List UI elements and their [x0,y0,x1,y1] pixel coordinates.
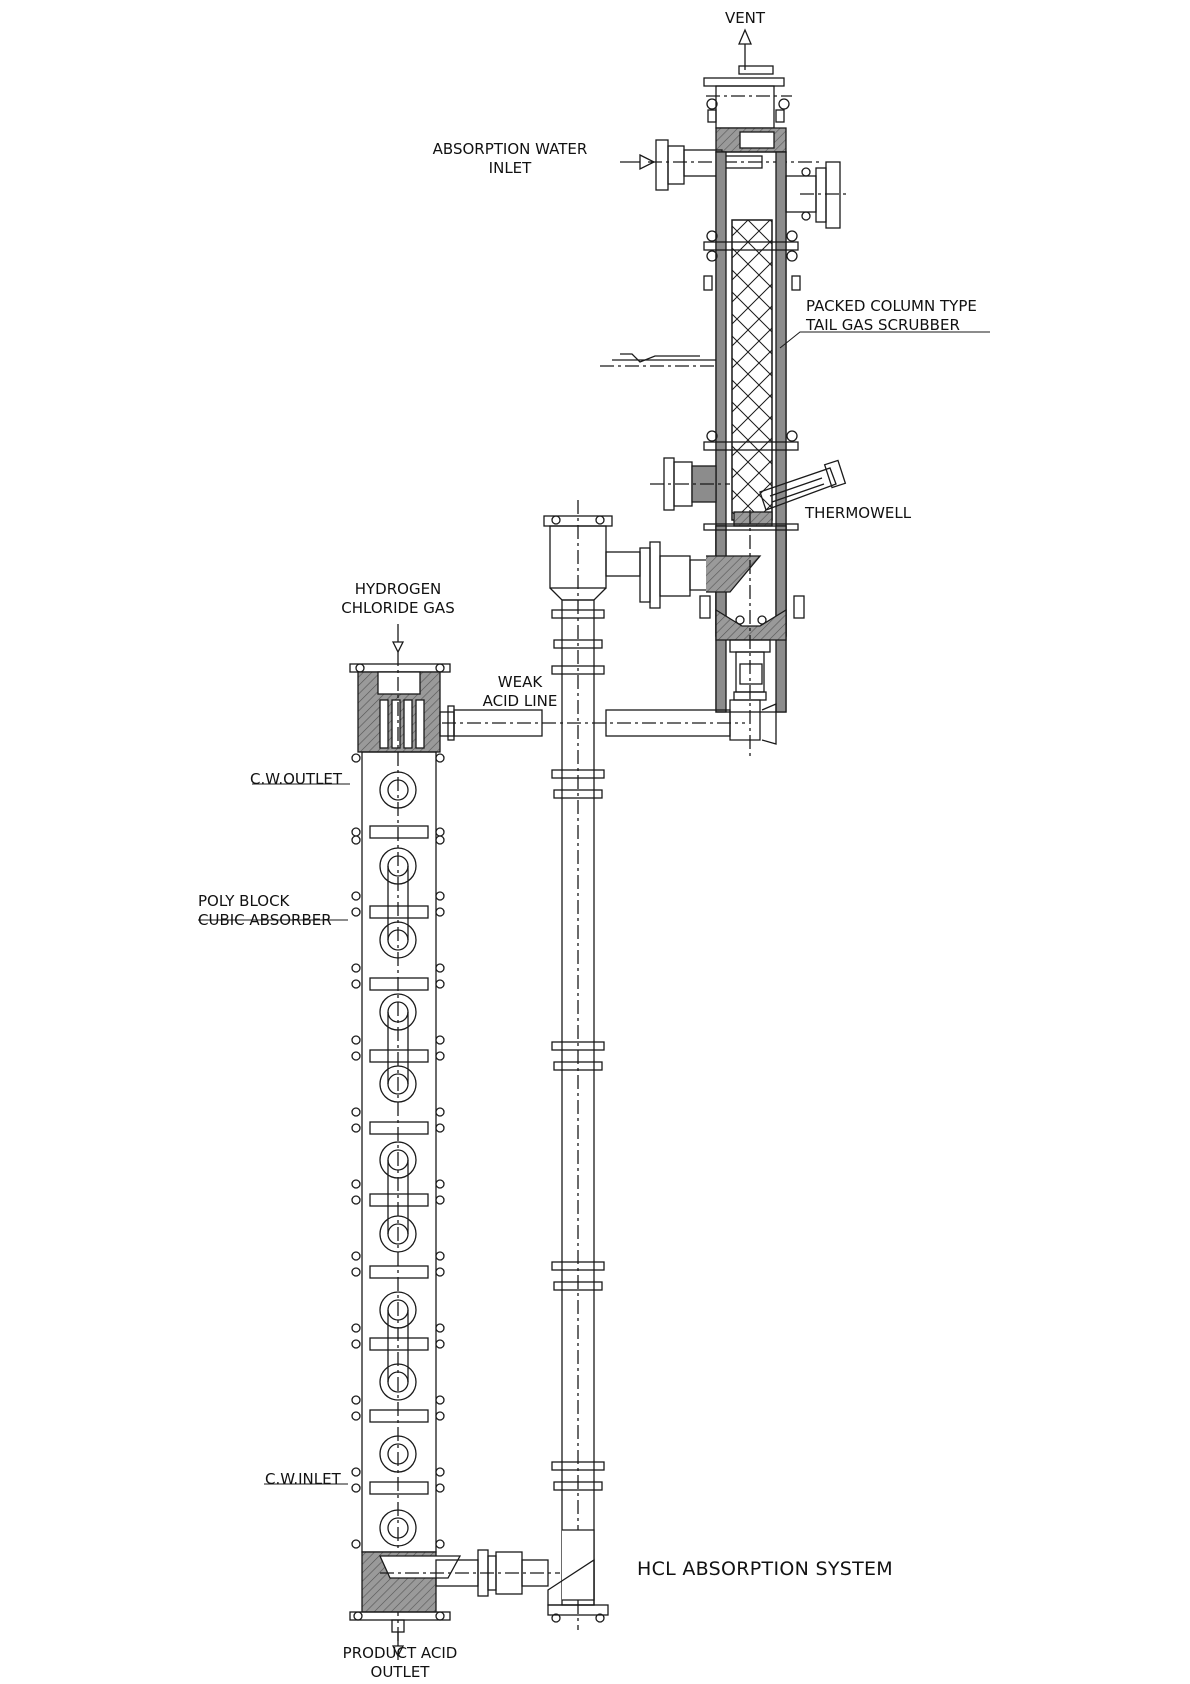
thermowell [759,459,847,511]
leader-lines [198,331,990,1485]
weak-acid-line2: ACID LINE [482,692,558,710]
absorption-water-inlet-label: ABSORPTION WATER INLET [420,140,600,178]
poly-block-line2: CUBIC ABSORBER [198,911,332,929]
cw-outlet-label: C.W.OUTLET [250,770,343,788]
packed-column-line1: PACKED COLUMN TYPE [806,297,977,315]
poly-block-absorber [349,624,560,1660]
product-acid-outlet-label: PRODUCT ACID OUTLET [320,1644,480,1682]
vent-label: VENT [724,9,766,27]
absorption-water-inlet-line2: INLET [488,159,532,177]
absorption-water-inlet-line1: ABSORPTION WATER [432,140,588,158]
hydrogen-chloride-gas-label: HYDROGEN CHLORIDE GAS [330,580,466,618]
absorber-blocks [351,753,445,1549]
weak-acid-line-label: WEAK ACID LINE [470,673,570,711]
poly-block-line1: POLY BLOCK [198,892,290,910]
hydrogen-chloride-line1: HYDROGEN [354,580,442,598]
weak-acid-line1: WEAK [497,673,543,691]
poly-block-label: POLY BLOCK CUBIC ABSORBER [198,892,332,930]
product-acid-line1: PRODUCT ACID [342,1644,458,1662]
diagram-title: HCL ABSORPTION SYSTEM [637,1558,893,1580]
packed-column-label: PACKED COLUMN TYPE TAIL GAS SCRUBBER [806,297,977,335]
packed-column-line2: TAIL GAS SCRUBBER [806,316,960,334]
hydrogen-chloride-line2: CHLORIDE GAS [341,599,455,617]
thermowell-label: THERMOWELL [805,504,912,522]
vertical-pipe [543,500,641,1630]
product-acid-line2: OUTLET [370,1663,430,1681]
tail-gas-scrubber [600,28,850,760]
cw-inlet-label: C.W.INLET [265,1470,341,1488]
